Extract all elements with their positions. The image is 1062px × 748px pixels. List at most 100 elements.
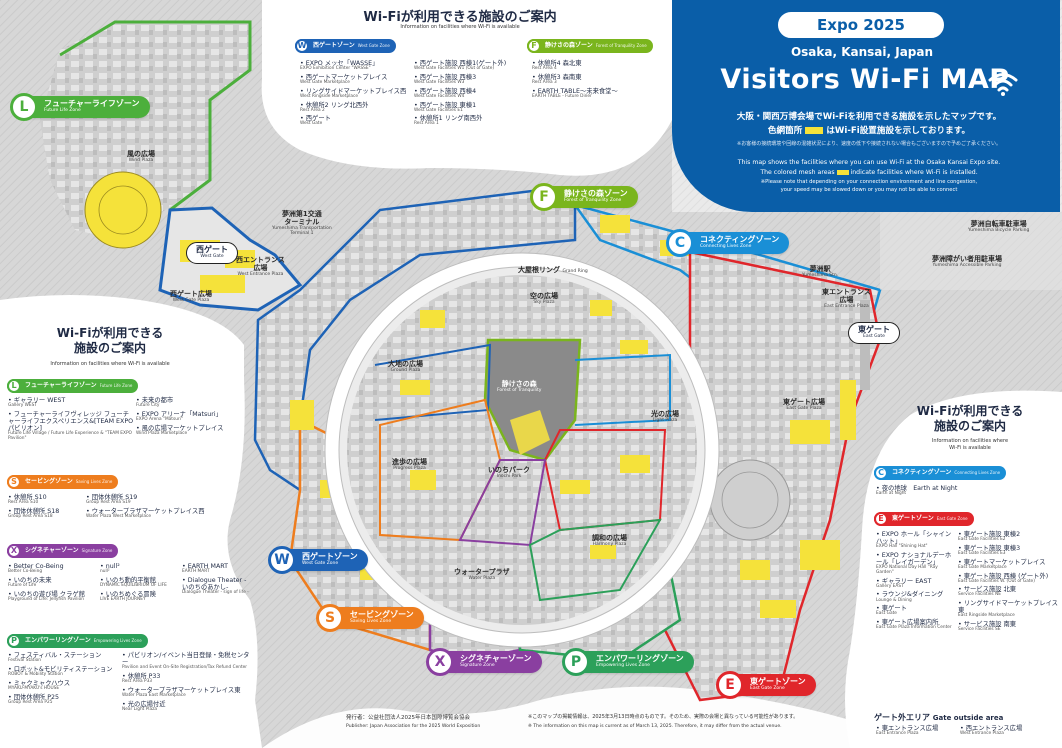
zone-f-icon: F: [527, 39, 541, 53]
zone-w-badge-icon: W: [268, 546, 296, 574]
list-item: EXPO ナショナルデーホール「レイガーデン」EXPO National Day…: [876, 552, 956, 576]
zone-s-icon: S: [7, 475, 21, 489]
empowering-zone-pill: P エンパワーリングゾーン Empowering Lives Zone: [7, 634, 148, 648]
zone-p-badge-icon: P: [562, 648, 590, 676]
zone-c-badge-icon: C: [666, 229, 694, 257]
list-item: フューチャーライフヴィレッジ フューチャーライフエクスペリエンス&[TEAM E…: [8, 411, 134, 442]
expo-badge: Expo 2025: [778, 12, 944, 38]
left-panel-subtitle: Information on facilities where Wi-Fi is…: [50, 361, 170, 367]
header-note-en-1: ※Please note that depending on your conn…: [760, 179, 978, 185]
future-life-land: [40, 22, 250, 240]
mesh-legend-swatch-en: [836, 169, 849, 175]
zone-l-badge-icon: L: [10, 93, 38, 121]
mesh-legend-swatch: [805, 127, 824, 134]
header-note-jp: ※お客様の接続環境や回線の混雑状況により、速度の低下や接続されない場合もございま…: [737, 141, 1001, 147]
west-gate-zone-pill: W 西ゲートゾーン West Gate Zone: [295, 39, 396, 53]
publisher-jp: 発行者：公益社団法人2025年日本国際博覧会協会: [346, 715, 470, 721]
forest-zone-pill: F 静けさの森ゾーン Forest of Tranquility Zone: [527, 39, 653, 53]
top-panel-subtitle: Information on facilities where Wi-Fi is…: [400, 24, 520, 30]
saving-zone-pill: S セービングゾーン Saving Lives Zone: [7, 475, 119, 489]
zone-e-badge-icon: E: [716, 671, 744, 699]
future-life-zone-pill: L フューチャーライフゾーン Future Life Zone: [7, 379, 139, 393]
future-life-border: [59, 20, 252, 212]
zone-x-badge-icon: X: [426, 648, 454, 676]
left-panel-title: Wi-Fiが利用できる 施設のご案内: [56, 326, 164, 355]
grand-ring-label: 大屋根リング Grand Ring: [518, 266, 588, 274]
zone-c-icon: C: [874, 466, 888, 480]
zone-p-icon: P: [7, 634, 21, 648]
zone-s-badge-icon: S: [316, 604, 344, 632]
zone-x-icon: X: [7, 544, 21, 558]
zone-l-icon: L: [7, 379, 21, 393]
list-item: Dialogue Theater -いのちのあかし-Dialogue Theat…: [182, 577, 250, 596]
list-item: EXPO ホール「シャインハット」EXPO Hall "Shining Hat": [876, 531, 956, 550]
list-item: 東ゲート施設 西棟 (ゲート外)East Gate Facilities W. …: [958, 573, 1058, 585]
zone-e-icon: E: [874, 512, 888, 526]
header-desc-jp-2: 色網箇所 はWi-Fi設置施設を示しております。: [767, 126, 971, 136]
arena-wifi-area: [84, 171, 162, 249]
wifi-icon: [988, 73, 1018, 96]
zone-w-icon: W: [295, 39, 309, 53]
connecting-zone-pill: C コネクティングゾーン Connecting Lives Zone: [874, 466, 1007, 480]
list-item: EXPO メッセ「WASSE」EXPO Exhibition Center "W…: [300, 60, 410, 72]
